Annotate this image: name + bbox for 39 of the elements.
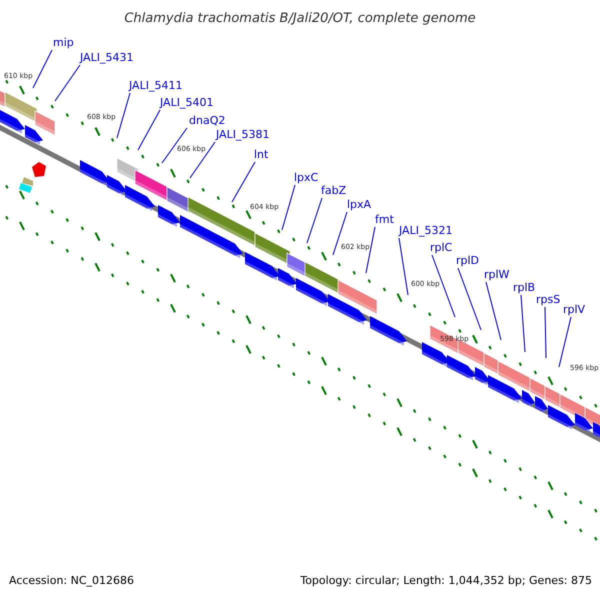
title: Chlamydia trachomatis B/Jali20/OT, complete genome bbox=[123, 10, 477, 28]
leader-line bbox=[190, 142, 216, 178]
genome-info: Topology: circular; Length: 1,044,352 bp; Genes: 875 bbox=[300, 574, 592, 588]
gene-label: lpxA bbox=[347, 198, 372, 212]
gene-label: mip bbox=[53, 36, 74, 50]
gene-label: lnt bbox=[254, 148, 268, 162]
leader-line bbox=[306, 198, 322, 244]
leader-line bbox=[232, 162, 256, 202]
gene-label: JALI_5431 bbox=[80, 51, 134, 65]
leader-line bbox=[458, 268, 482, 330]
leader-line bbox=[398, 238, 408, 296]
leader-line bbox=[366, 226, 376, 274]
gene-label: JALI_5381 bbox=[216, 128, 270, 142]
gene-label: rplW bbox=[484, 268, 510, 282]
gene-label: rplD bbox=[456, 254, 480, 268]
gene-label: fabZ bbox=[321, 184, 346, 198]
leader-line bbox=[32, 50, 52, 88]
gene-label: lpxC bbox=[294, 171, 318, 185]
leader-line bbox=[116, 92, 130, 138]
accession-text: Accession: NC_012686 bbox=[9, 574, 134, 588]
leader-line bbox=[544, 306, 546, 358]
leader-line bbox=[486, 282, 502, 340]
gene-label: JALI_5321 bbox=[399, 224, 452, 238]
gene-label: rpsS bbox=[536, 293, 560, 307]
leader-line bbox=[558, 316, 572, 368]
leader-line bbox=[138, 110, 160, 150]
gene-label: rplB bbox=[513, 281, 536, 295]
gene-label: JALI_5411 bbox=[129, 79, 182, 93]
gene-label: rplV bbox=[563, 303, 586, 317]
leader-line bbox=[520, 294, 526, 352]
leader-line bbox=[432, 254, 456, 318]
gene-label: fmt bbox=[375, 213, 394, 227]
gene-label: dnaQ2 bbox=[189, 114, 226, 128]
leader-line bbox=[162, 128, 188, 164]
gene-label: JALI_5401 bbox=[160, 96, 214, 110]
leader-line bbox=[282, 184, 296, 230]
leader-line bbox=[332, 212, 348, 256]
leader-line bbox=[54, 64, 80, 102]
gene-label: rplC bbox=[430, 241, 452, 255]
